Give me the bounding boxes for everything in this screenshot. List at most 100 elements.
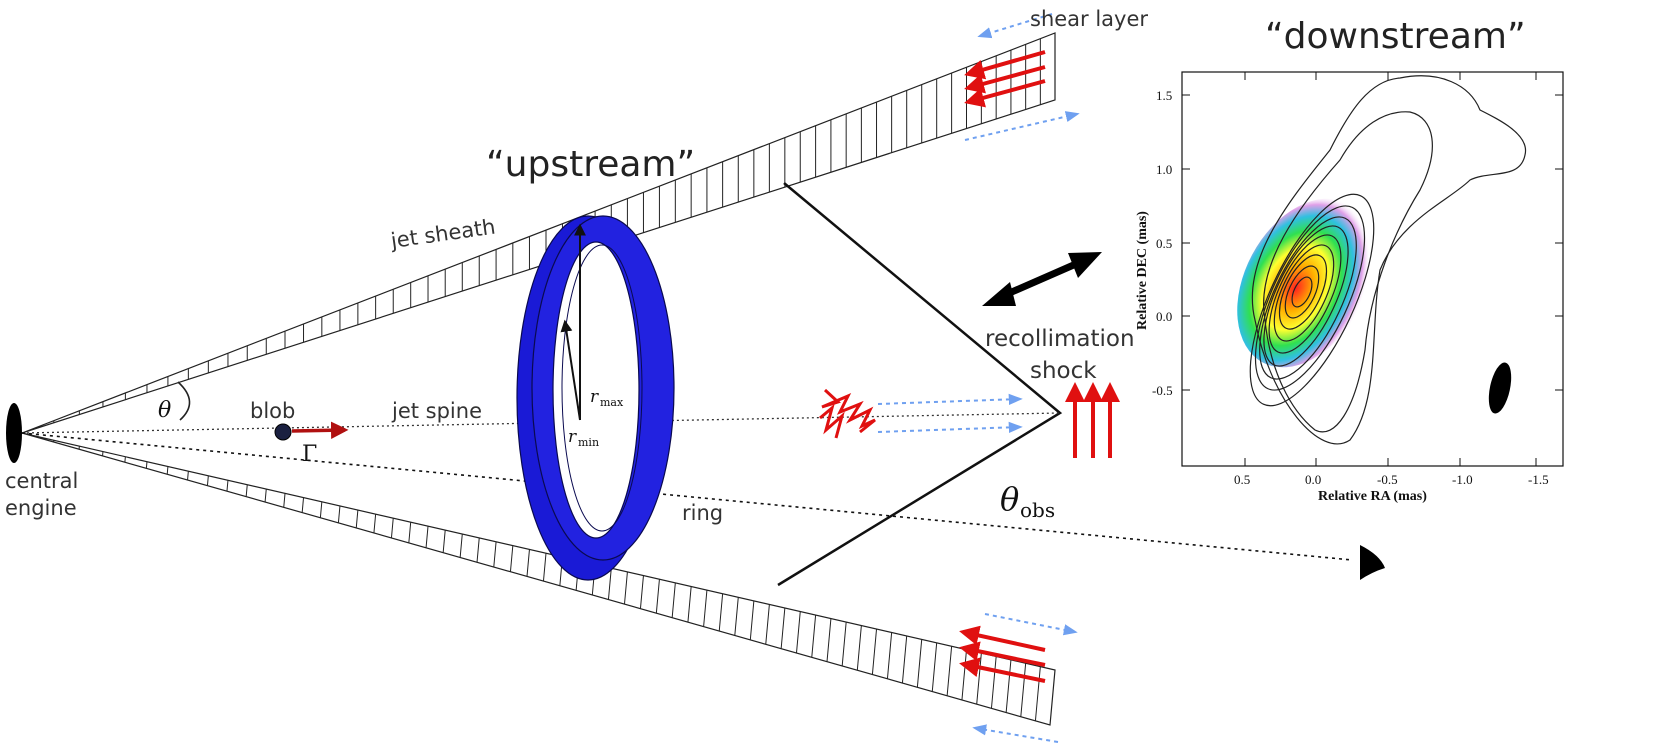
sheath-segment [990,656,997,709]
inset-xtick-4: -1.5 [1528,472,1549,487]
sheath-segment [687,586,692,623]
sheath-segment [871,629,878,675]
inset-contours [1249,75,1527,445]
svg-text:max: max [600,396,624,409]
sheath-segment [826,618,832,662]
blob-icon [274,423,292,441]
sheath-segment [671,582,676,618]
sheath-segment [946,646,953,696]
engine-label: engine [5,496,77,520]
sheath-segment [1034,666,1041,721]
shear-flow-arrow-mid [964,111,1080,141]
theta-obs-label: θ obs [1000,480,1055,522]
sheath-segment [639,575,644,609]
sheath-segment [931,642,938,692]
shock-label: shock [1030,358,1097,384]
svg-text:r: r [590,387,599,407]
sheath-segment [390,518,394,538]
inset-xtick-2: -0.5 [1377,472,1398,487]
recollimation-label: recollimation [985,326,1135,352]
sheath-segment [408,522,412,543]
central-engine-icon [6,403,22,463]
sheath-segment [187,471,189,481]
ring-shape [516,215,675,581]
sheath-segment [373,514,377,534]
inset-ylabel: Relative DEC (mas) [1135,211,1150,330]
inset-ytick-2: 0.5 [1156,236,1172,251]
inset-xtick-3: -1.0 [1452,472,1473,487]
sheath-segment [425,526,429,548]
turbulence-icon [821,388,876,434]
sheath-segment [509,545,514,572]
recollimation-arrows [1065,382,1120,458]
jet-spine-label: jet spine [391,399,482,423]
inset-xtick-0: 0.5 [1234,472,1250,487]
sheath-segment [765,604,770,645]
sheath-segment [355,510,359,528]
upper-shear-arrows [964,50,1046,108]
sheath-segment [459,533,463,558]
flow-arrow-spine-2 [877,421,1023,433]
polarization-double-arrow [982,252,1102,306]
inset-xlabel: Relative RA (mas) [1318,489,1427,504]
central-label: central [5,469,78,493]
sheath-segment [337,505,341,523]
sheath-segment [734,597,739,636]
eye-icon [1360,545,1385,580]
sheath-segment [166,466,169,475]
sheath-segment [245,484,248,497]
sheath-segment [124,456,126,463]
line-of-sight [21,432,1353,561]
inset-xtick-1: 0.0 [1305,472,1321,487]
inset-ytick-0: 1.5 [1156,88,1172,103]
recollimation-shock-lines [777,182,1063,587]
inset-ytick-4: -0.5 [1152,383,1173,398]
r-max-label: r max [590,387,624,409]
sheath-segment [623,571,628,605]
sheath-segment [542,553,547,582]
sheath-segment [319,501,323,518]
sheath-segment [703,590,708,627]
sheath-segment [780,607,786,649]
sheath-segment [442,530,446,553]
downstream-label: “downstream” [1265,16,1526,57]
ring-label: ring [682,501,723,525]
jet-spine-line [21,412,1061,434]
r-min-label: r min [568,427,599,449]
shear-flow-arrow-low1 [984,613,1078,636]
sheath-segment [811,615,817,658]
blob-velocity-arrow [291,421,349,440]
sheath-segment [1020,663,1027,717]
shear-layer-label: shear layer [1030,7,1148,31]
lower-jet-sheath [21,432,1056,726]
sheath-segment [795,611,801,654]
sheath-segment [718,593,724,632]
inset-beam-icon [1488,362,1512,414]
sheath-segment [841,622,847,667]
lower-shear-arrows [959,625,1046,683]
sheath-segment [301,497,305,513]
sheath-segment [283,493,286,508]
sheath-segment [655,579,660,614]
theta-label: θ [158,398,171,423]
gamma-label: Γ [302,442,317,467]
turbulence-icon-2 [819,403,845,439]
sheath-segment [476,537,480,563]
inset-frame [1181,71,1564,467]
svg-text:min: min [578,436,599,449]
sheath-segment [886,632,893,679]
shear-flow-arrow-low2 [972,724,1059,743]
upstream-label: “upstream” [486,144,695,185]
sheath-segment [901,635,908,684]
upper-jet-sheath [21,32,1056,434]
svg-text:θ: θ [1000,480,1019,518]
sheath-segment [493,541,497,568]
svg-text:r: r [568,427,577,447]
sheath-segment [607,568,612,600]
r-min-arrow [560,319,581,421]
sheath-segment [145,461,148,469]
sheath-segment [856,625,862,671]
inset-ytick-3: 0.0 [1156,309,1172,324]
inset-map: 0.5 0.0 -0.5 -1.0 -1.5 1.5 1.0 0.5 0.0 -… [1135,71,1564,504]
